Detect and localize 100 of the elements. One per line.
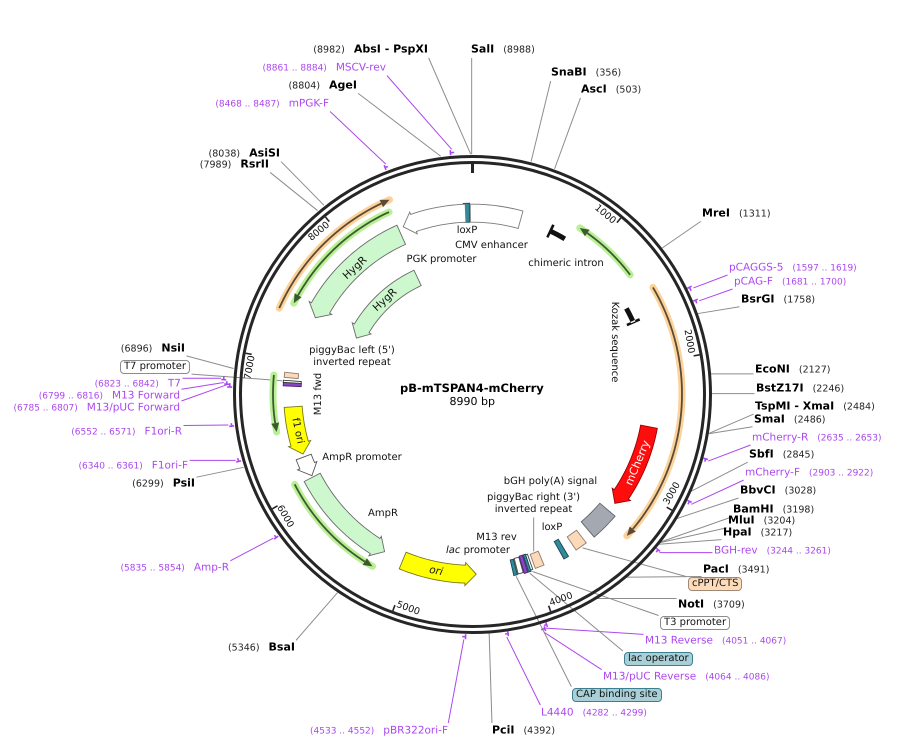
primer-binding-range: (4282 .. 4299) (582, 708, 647, 720)
enzyme-name: EcoNI (755, 364, 790, 376)
primer-binding-range: (8861 .. 8884) (262, 62, 327, 74)
enzyme-name: HpaI (723, 526, 752, 538)
cut-site-position: (8982) (313, 44, 345, 56)
feature-label: M13 fwd (313, 372, 325, 415)
primer-name: M13/pUC Reverse (603, 670, 696, 682)
leader-line (544, 632, 602, 670)
leader-line (180, 384, 228, 402)
leader-line (488, 632, 492, 724)
enzyme-name: SalI (471, 44, 494, 56)
feature-label: loxP (456, 225, 478, 237)
cut-site-position: (1758) (783, 294, 816, 306)
feature-label: M13 rev (476, 532, 517, 544)
cut-site-position: (3709) (713, 600, 745, 612)
primer-name: mCherry-F (745, 466, 800, 478)
primer-name: M13 Forward (112, 390, 180, 402)
primer-name: M13/pUC Forward (86, 402, 180, 414)
cut-site-position: (3217) (760, 528, 792, 540)
cut-site-position: (3491) (738, 564, 770, 576)
primer-name: pCAGGS-5 (729, 262, 784, 274)
feature-label: loxP (542, 522, 562, 534)
feature-label: Kozak sequence (608, 301, 620, 382)
primer-name: BGH-rev (714, 544, 758, 556)
cut-site-position: (2486) (794, 414, 826, 426)
leader-line (554, 97, 581, 170)
feature-label: bGH poly(A) signal (504, 476, 598, 488)
enzyme-name: AbsI - PspXI (354, 44, 428, 56)
primer-name: mCherry-R (752, 432, 808, 444)
leader-line (690, 480, 744, 505)
leader-line (428, 57, 472, 155)
leader-line (697, 306, 740, 314)
enzyme-name: MluI (728, 514, 755, 526)
enzyme-name: NotI (678, 598, 704, 610)
primer-binding-range: (6785 .. 6807) (14, 402, 78, 414)
leader-line (676, 497, 740, 520)
feature-tag: CAP binding site (572, 688, 662, 702)
scale-label: 7000 (242, 354, 258, 381)
primer-binding-range: (6799 .. 6816) (38, 390, 104, 402)
leader-line (330, 111, 386, 165)
enzyme-name: AgeI (329, 80, 357, 92)
plasmid-name: pB-mTSPAN4-mCherry (400, 382, 544, 395)
primer-name: pBR322ori-F (383, 724, 448, 736)
cut-site-position: (8038) (208, 148, 240, 160)
primer-binding-range: (5835 .. 5854) (120, 562, 185, 574)
leader-line (662, 220, 702, 249)
cut-site-position: (2246) (812, 384, 844, 396)
leader-line (708, 426, 754, 434)
feature-label: ori (428, 563, 444, 578)
leader-line (533, 517, 534, 552)
feature-label: piggyBac left (5') inverted repeat (308, 345, 396, 369)
leader-line (596, 598, 677, 599)
enzyme-name: BstZ17I (756, 382, 804, 394)
leader-line (692, 274, 728, 288)
enzyme-name: SnaBI (551, 66, 587, 78)
enzyme-name: BsrGI (741, 294, 774, 306)
enzyme-name: BsaI (268, 642, 295, 654)
primer-binding-range: (4533 .. 4552) (310, 726, 374, 738)
enzyme-name: BamHI (733, 504, 774, 516)
leader-line (516, 576, 572, 688)
cut-site-position: (4392) (523, 726, 556, 738)
feature-label: CMV enhancer (455, 240, 528, 252)
scale-label: 5000 (394, 598, 422, 618)
primer-binding-range: (2903 .. 2922) (808, 468, 874, 480)
enzyme-name: BbvCI (740, 484, 776, 496)
enzyme-name: PacI (703, 564, 729, 576)
primer-binding-range: (6340 .. 6361) (78, 460, 143, 472)
scale-label: 2000 (682, 328, 697, 355)
cut-site-position: (8988) (503, 44, 535, 56)
leader-line (358, 92, 442, 157)
primer-name: F1ori-F (152, 460, 188, 472)
leader-line (708, 444, 752, 462)
scale-label: 4000 (548, 590, 574, 608)
leader-line (270, 172, 318, 212)
primer-name: Amp-R (194, 562, 229, 574)
primer-name: mPGK-F (288, 98, 329, 110)
enzyme-name: MreI (702, 208, 730, 220)
cut-site-position: (2845) (782, 450, 814, 462)
enzyme-name: PciI (492, 724, 514, 736)
leader-line (386, 75, 452, 150)
leader-line (280, 161, 325, 206)
cut-site-position: (7989) (200, 160, 232, 172)
leader-line (182, 378, 222, 379)
leader-line (658, 539, 722, 545)
feature-label: f1 ori (288, 417, 306, 445)
leader-line (196, 466, 244, 478)
cut-site-position: (2484) (843, 402, 875, 414)
leader-line (532, 571, 660, 616)
leader-line (506, 636, 541, 706)
primer-name: F1ori-R (144, 426, 182, 438)
leader-line (711, 393, 755, 394)
scale-label: 6000 (274, 504, 296, 530)
leader-line (471, 58, 472, 155)
leader-line (698, 288, 734, 302)
cut-site-position: (1311) (738, 208, 771, 220)
feature-label: lac promoter (446, 545, 510, 557)
primer-name: L4440 (541, 706, 574, 718)
primer-binding-range: (1597 .. 1619) (792, 262, 857, 274)
primer-name: MSCV-rev (336, 62, 386, 74)
primer-binding-range: (1681 .. 1700) (782, 276, 846, 288)
